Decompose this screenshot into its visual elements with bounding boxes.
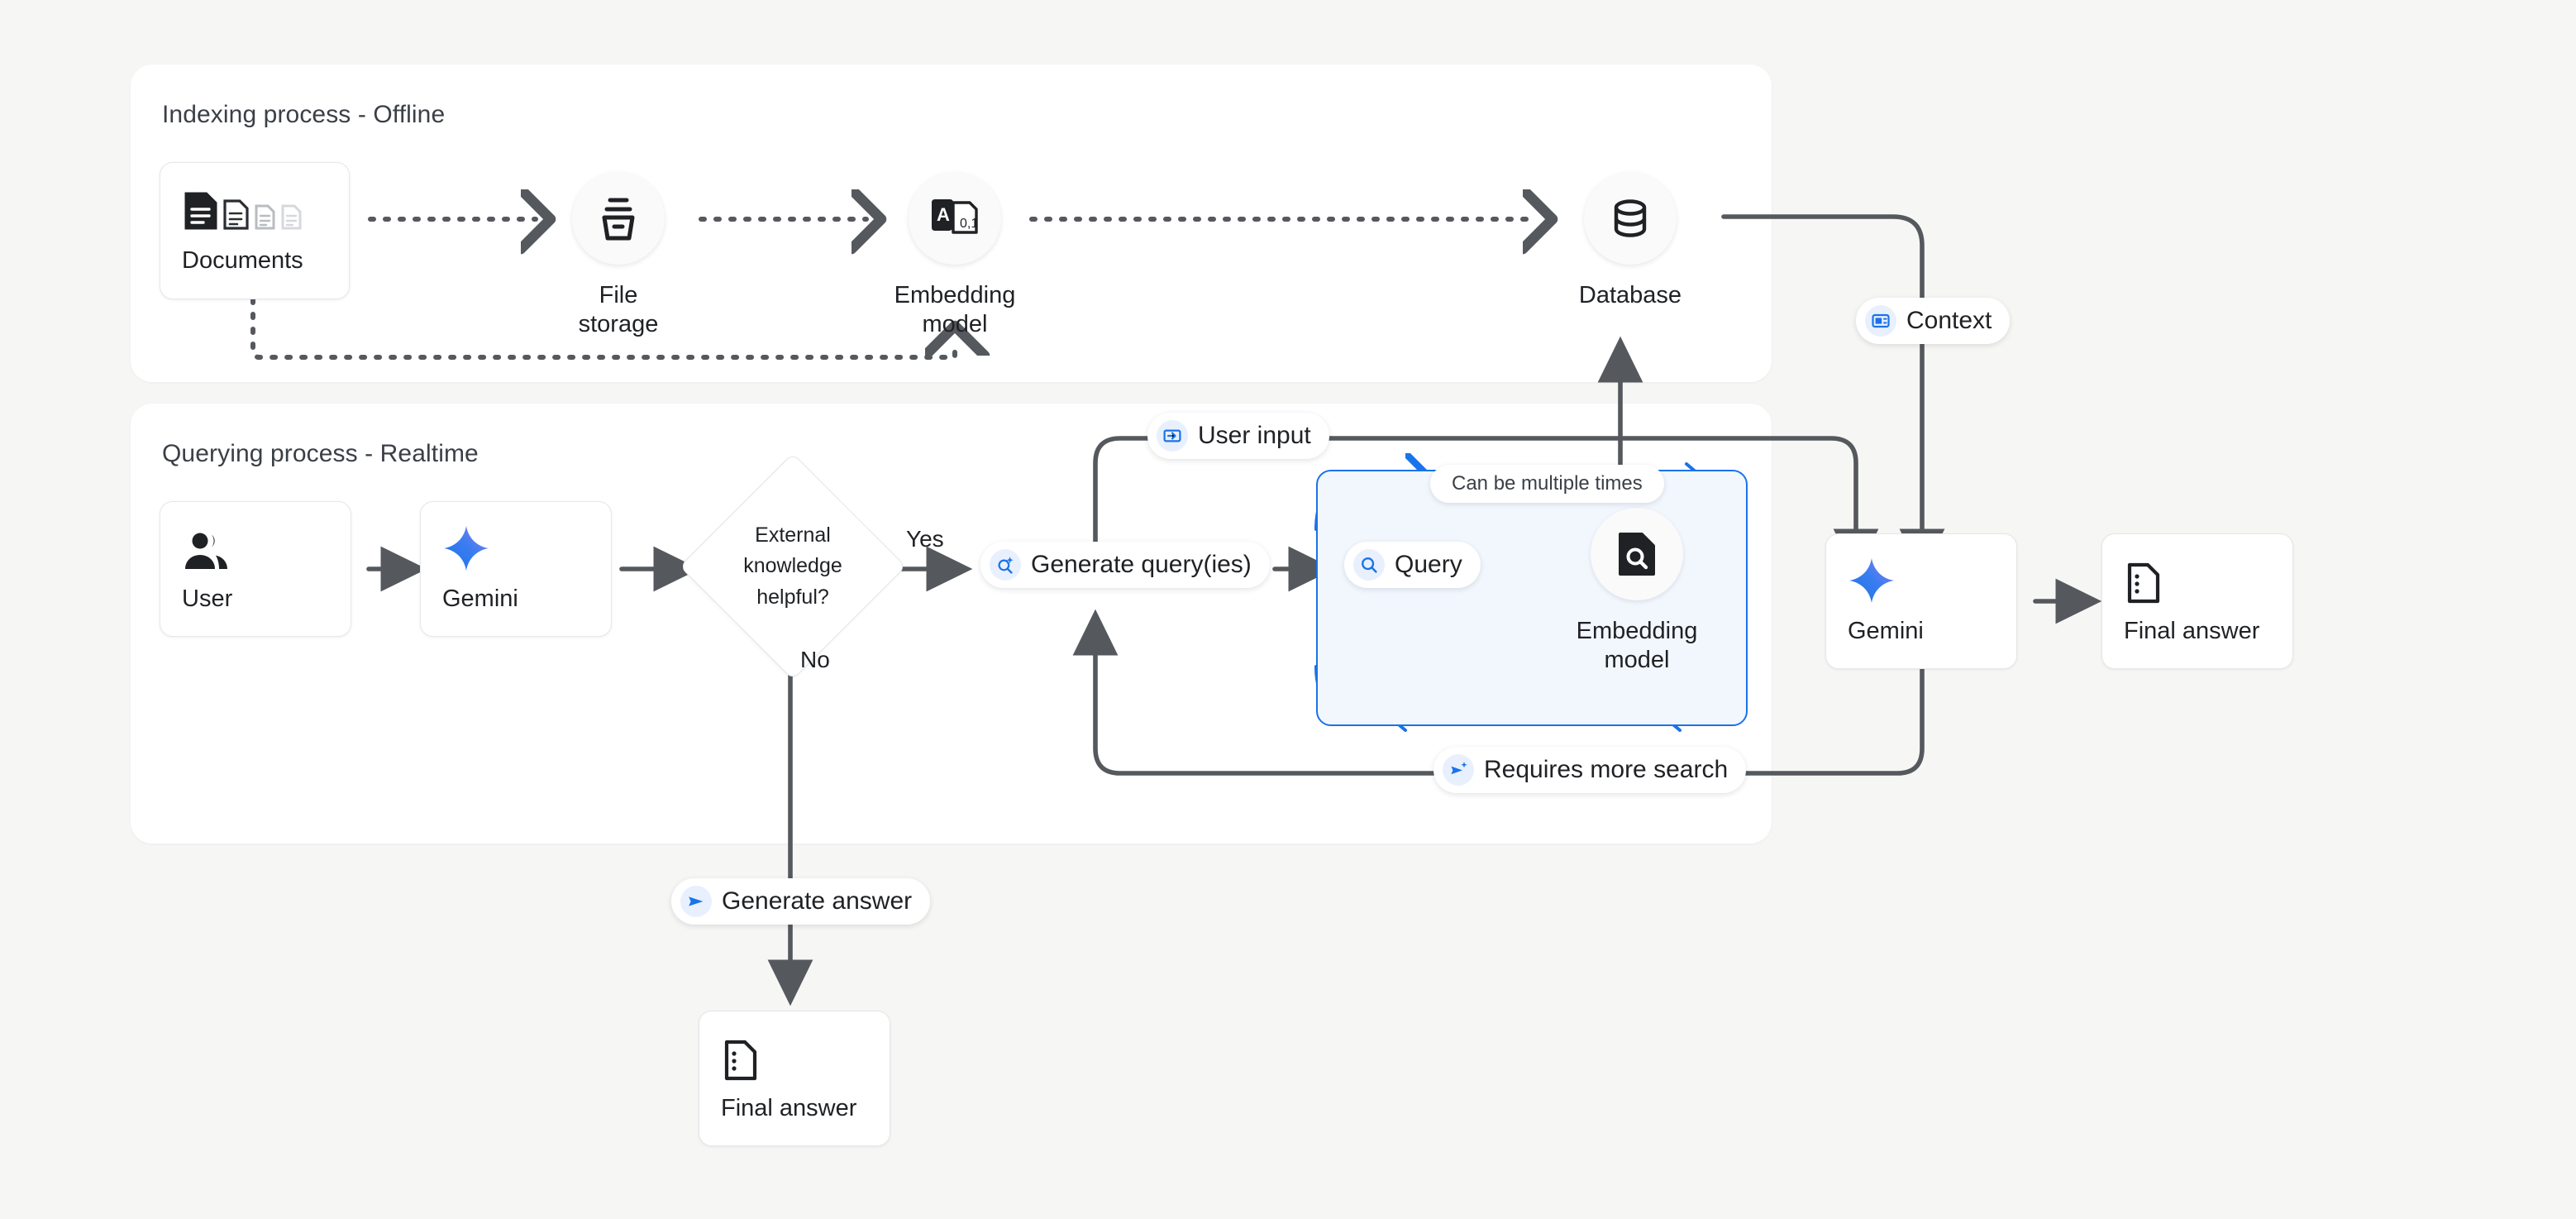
- retrieval-loop-box: [1316, 470, 1748, 726]
- node-embedding-model-query-label: Embedding model: [1576, 618, 1698, 674]
- node-file-storage-label: File storage: [578, 282, 659, 338]
- input-arrow-icon: [1157, 420, 1188, 452]
- node-database-label: Database: [1578, 282, 1682, 308]
- pill-user-input-label: User input: [1198, 422, 1311, 449]
- svg-text:A: A: [937, 204, 950, 225]
- node-external-knowledge-decision[interactable]: External knowledge helpful?: [679, 452, 907, 681]
- pill-requires-more-search-label: Requires more search: [1484, 756, 1729, 783]
- node-final-answer-right[interactable]: Final answer: [2101, 533, 2293, 669]
- node-final-answer-bottom[interactable]: Final answer: [699, 1011, 890, 1146]
- pill-user-input[interactable]: User input: [1147, 413, 1329, 459]
- loop-label-text: Can be multiple times: [1452, 472, 1643, 495]
- search-sparkle-icon: [990, 549, 1021, 581]
- context-card-icon: [1865, 305, 1896, 337]
- indexing-panel-title: Indexing process - Offline: [162, 101, 446, 128]
- decision-label: External knowledge helpful?: [743, 523, 842, 609]
- loop-label-can-be-multiple-times: Can be multiple times: [1430, 465, 1664, 503]
- pill-requires-more-search[interactable]: Requires more search: [1433, 747, 1747, 793]
- pill-generate-queries[interactable]: Generate query(ies): [980, 542, 1270, 588]
- pill-generate-queries-label: Generate query(ies): [1031, 551, 1252, 578]
- branch-label-no: No: [800, 647, 830, 672]
- node-gemini-left-label: Gemini: [442, 585, 518, 612]
- gemini-sparkle-icon: [442, 525, 589, 572]
- node-database[interactable]: Database: [1579, 172, 1682, 310]
- documents-icon: [182, 188, 327, 234]
- pill-context-label: Context: [1906, 307, 1992, 334]
- answer-doc-icon: [2124, 558, 2271, 605]
- pill-query[interactable]: Query: [1344, 542, 1481, 588]
- pill-query-label: Query: [1395, 551, 1462, 578]
- node-embedding-model-label: Embedding model: [894, 282, 1016, 338]
- node-embedding-model[interactable]: 0,1 A Embedding model: [894, 172, 1015, 340]
- node-documents-label: Documents: [182, 246, 303, 274]
- querying-panel-title: Querying process - Realtime: [162, 440, 479, 467]
- pill-generate-answer[interactable]: Generate answer: [671, 878, 931, 925]
- node-gemini-left[interactable]: Gemini: [420, 501, 612, 637]
- svg-text:0,1: 0,1: [960, 217, 978, 231]
- archive-icon: [572, 172, 665, 265]
- node-final-answer-right-label: Final answer: [2124, 617, 2260, 644]
- gemini-sparkle-icon: [1848, 557, 1995, 605]
- document-search-icon: [1591, 508, 1683, 600]
- node-file-storage[interactable]: File storage: [570, 172, 666, 340]
- search-icon: [1353, 549, 1385, 581]
- branch-label-yes: Yes: [906, 526, 944, 552]
- node-final-answer-bottom-label: Final answer: [721, 1094, 857, 1121]
- node-gemini-right[interactable]: Gemini: [1825, 533, 2017, 669]
- pill-context[interactable]: Context: [1856, 298, 2011, 344]
- send-icon: [680, 886, 712, 917]
- people-icon: [182, 526, 329, 572]
- answer-doc-icon: [721, 1035, 868, 1082]
- text-to-vector-icon: 0,1 A: [909, 172, 1001, 265]
- send-sparkle-icon: [1443, 754, 1474, 786]
- node-gemini-right-label: Gemini: [1848, 617, 1924, 644]
- node-user-label: User: [182, 585, 233, 612]
- node-embedding-model-query[interactable]: Embedding model: [1571, 508, 1703, 676]
- node-documents[interactable]: Documents: [160, 162, 350, 299]
- database-icon: [1584, 172, 1677, 265]
- pill-generate-answer-label: Generate answer: [722, 887, 913, 915]
- node-user[interactable]: User: [160, 501, 351, 637]
